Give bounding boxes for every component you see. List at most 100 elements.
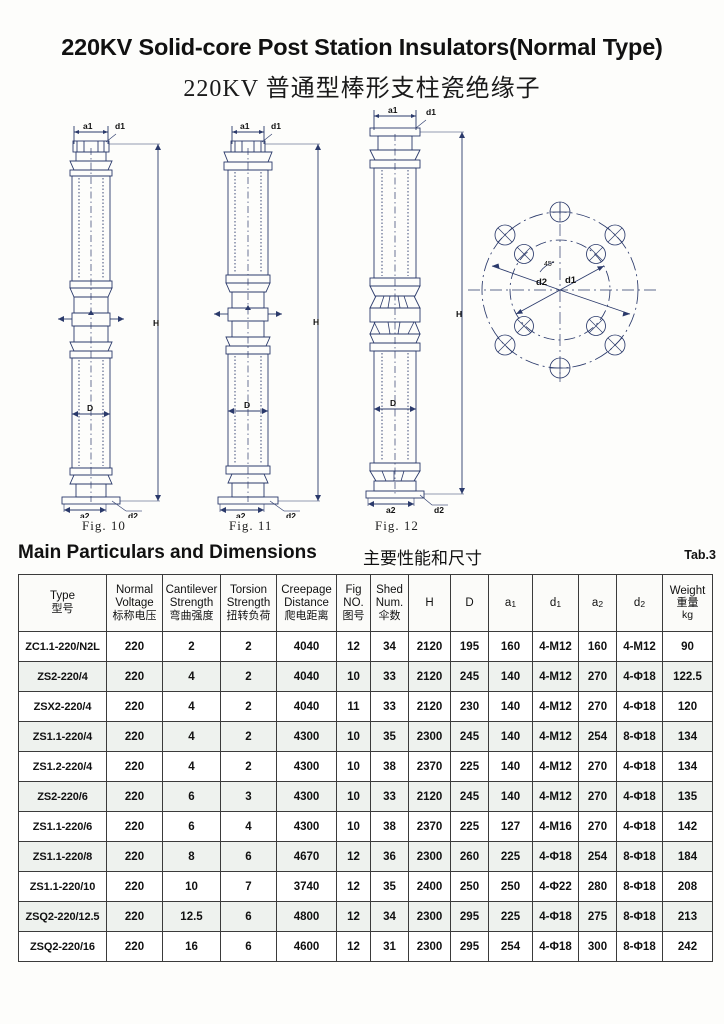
table-cell: 220 [106,631,163,662]
table-cell: 2 [220,721,277,752]
table-cell: 242 [662,931,713,962]
table-header-cell-9: a1 [488,574,533,632]
table-cell: 4040 [276,631,337,662]
table-header-cell-12: d2 [616,574,663,632]
table-cell: 33 [370,691,409,722]
fig12-label-a2: a2 [386,505,396,515]
table-cell: 3 [220,781,277,812]
table-cell: 4-M12 [532,781,579,812]
table-cell-type: ZSQ2-220/16 [18,931,107,962]
table-cell: 6 [162,811,221,842]
table-cell: 4300 [276,811,337,842]
table-cell: 4-Φ22 [532,871,579,902]
fig10-label-d1: d1 [115,121,125,131]
fig11-label-a1: a1 [240,121,250,131]
bolt-hole-pattern-diagram: 45° d2 d1 [466,200,686,395]
table-cell: 270 [578,781,617,812]
table-cell: 220 [106,661,163,692]
fig11-label-d1: d1 [271,121,281,131]
fig10-label-d2: d2 [128,511,138,518]
table-cell: 4-M12 [532,691,579,722]
table-cell: 220 [106,691,163,722]
table-cell: 127 [488,811,533,842]
table-cell: 4-Φ18 [532,841,579,872]
table-cell: 12 [336,871,371,902]
table-cell: 34 [370,901,409,932]
table-cell: 2370 [408,751,451,782]
table-cell: 12 [336,901,371,932]
table-cell: 4-M12 [532,631,579,662]
table-cell: 12 [336,631,371,662]
fig12-label-a1: a1 [388,105,398,115]
table-cell: 4600 [276,931,337,962]
table-cell: 184 [662,841,713,872]
table-cell: 220 [106,931,163,962]
table-cell: 4-Φ18 [616,811,663,842]
table-cell: 230 [450,691,489,722]
table-cell: 11 [336,691,371,722]
table-cell: 4-M16 [532,811,579,842]
table-cell: 142 [662,811,713,842]
bolt-circle-angle-label: 45° [544,260,555,268]
table-cell: 140 [488,751,533,782]
table-cell: 8 [162,841,221,872]
figure-11-caption: Fig. 11 [229,518,273,533]
table-cell: 4-Φ18 [616,661,663,692]
table-cell: 6 [220,901,277,932]
table-cell: 2300 [408,841,451,872]
table-cell: 34 [370,631,409,662]
table-cell: 4 [162,721,221,752]
table-cell: 295 [450,901,489,932]
table-cell: 6 [220,931,277,962]
table-cell: 245 [450,781,489,812]
table-cell: 12 [336,931,371,962]
table-cell-type: ZS2-220/6 [18,781,107,812]
table-cell: 220 [106,811,163,842]
table-cell: 270 [578,811,617,842]
fig12-label-H: H [456,309,462,319]
table-cell: 120 [662,691,713,722]
table-cell: 4 [162,661,221,692]
table-cell: 3740 [276,871,337,902]
section-heading-english: Main Particulars and Dimensions [18,542,317,563]
page-title-english: 220KV Solid-core Post Station Insulators… [61,34,663,60]
table-cell-type: ZS1.1-220/6 [18,811,107,842]
table-cell: 4-M12 [532,751,579,782]
figure-10-caption: Fig. 10 [82,518,126,533]
table-cell: 270 [578,691,617,722]
bolt-circle-label-d2: d2 [536,277,547,288]
table-cell: 2120 [408,691,451,722]
table-cell: 12.5 [162,901,221,932]
table-cell: 7 [220,871,277,902]
table-cell: 36 [370,841,409,872]
table-cell: 2 [220,691,277,722]
table-cell: 2400 [408,871,451,902]
table-cell: 10 [336,781,371,812]
figure-11: a1 d1 H D a2 d2 [206,118,356,518]
table-cell: 38 [370,811,409,842]
table-cell: 4670 [276,841,337,872]
page-title-chinese: 220KV 普通型棒形支柱瓷绝缘子 [183,76,541,102]
table-cell: 4-Φ18 [616,781,663,812]
fig12-label-d2: d2 [434,505,444,515]
table-cell: 220 [106,751,163,782]
table-cell: 270 [578,661,617,692]
fig11-label-d2: d2 [286,511,296,518]
table-cell: 4040 [276,661,337,692]
table-number-label: Tab.3 [684,548,716,562]
table-cell: 280 [578,871,617,902]
fig10-label-H: H [153,318,159,328]
table-cell: 208 [662,871,713,902]
table-cell: 4-M12 [616,631,663,662]
table-cell: 10 [336,811,371,842]
